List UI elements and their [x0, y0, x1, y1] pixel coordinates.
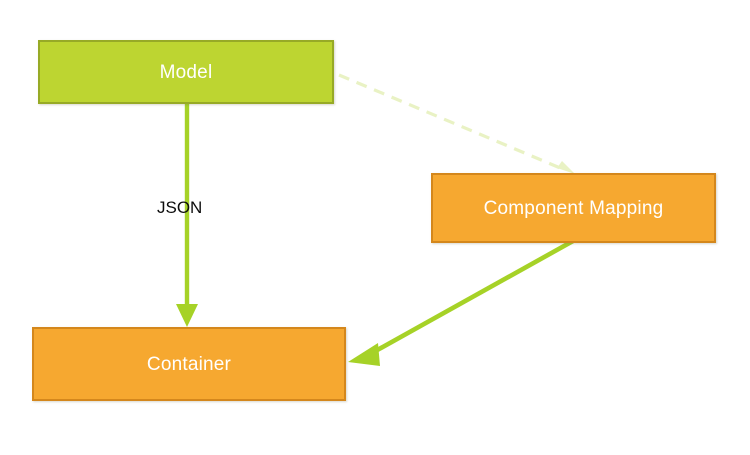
node-container-label: Container [146, 353, 232, 375]
node-model-label: Model [159, 61, 213, 83]
edge-model-to-container-arrowhead [176, 304, 198, 327]
edge-label-json: JSON [157, 198, 203, 217]
node-component-mapping[interactable]: Component Mapping [431, 173, 716, 243]
edge-component-mapping-to-container-arrowhead [348, 343, 380, 366]
edge-component-mapping-to-container-line [370, 238, 575, 356]
node-model[interactable]: Model [38, 40, 334, 104]
node-component-mapping-label: Component Mapping [483, 197, 664, 219]
edge-model-to-container [176, 104, 198, 327]
edge-component-mapping-to-container [348, 238, 575, 366]
edge-model-to-component-mapping-arrowhead [557, 161, 575, 174]
edge-model-to-component-mapping [338, 73, 575, 174]
edge-model-to-component-mapping-line [338, 73, 566, 172]
node-container[interactable]: Container [32, 327, 346, 401]
